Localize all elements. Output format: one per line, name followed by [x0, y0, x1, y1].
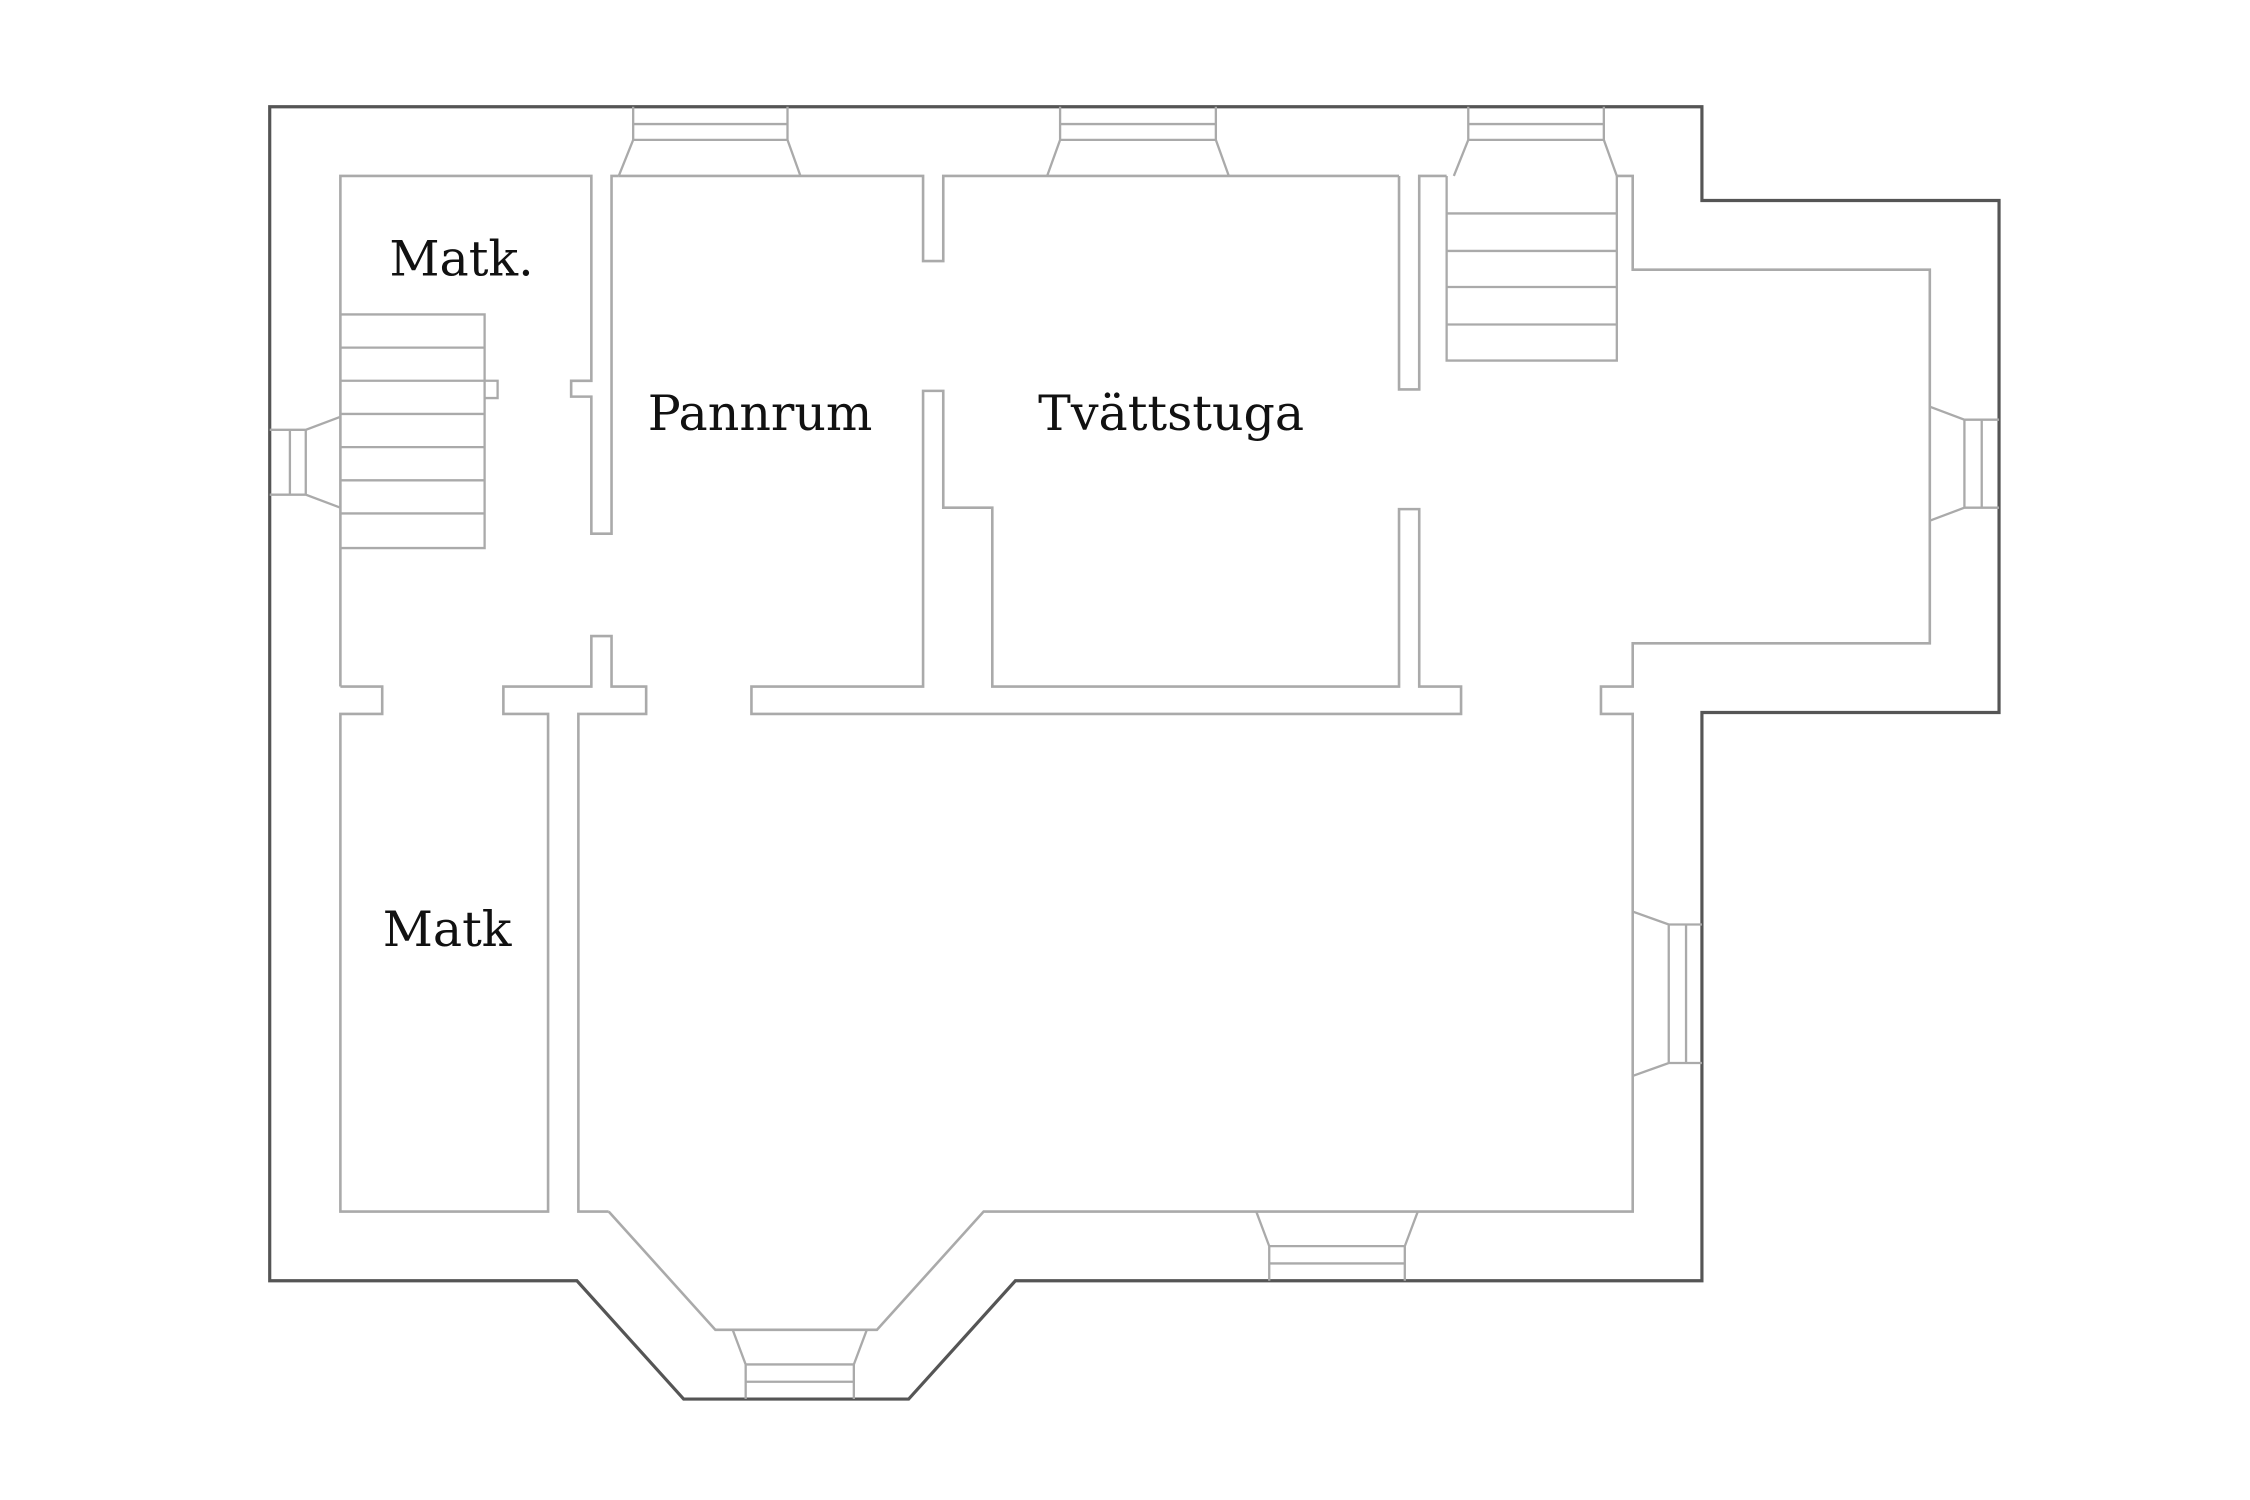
outer-wall [268, 105, 2001, 1401]
staircase-right [1445, 175, 1618, 362]
window-top-1 [617, 106, 802, 177]
wall-matk-small [339, 174, 619, 687]
window-top-3 [1452, 106, 1618, 177]
window-bottom-1 [1255, 1211, 1419, 1281]
window-east-wing [1929, 405, 2000, 522]
wall-tvattstuga-right [1397, 174, 1447, 391]
window-top-2 [1046, 106, 1230, 177]
window-bay [731, 1329, 868, 1400]
wall-pannrum-right [750, 389, 1463, 716]
window-left [269, 415, 341, 509]
wall-pannrum-top [618, 174, 1400, 263]
room-label-tvattstuga: Tvättstuga [1038, 384, 1304, 442]
window-right [1632, 910, 1702, 1078]
staircase-left [340, 313, 499, 550]
room-label-pannrum: Pannrum [648, 384, 873, 442]
wall-east-wing [607, 174, 1932, 1332]
wall-corridor-left [339, 634, 648, 1213]
room-label-matk-small: Matk. [389, 229, 533, 287]
room-label-matk-large: Matk [383, 900, 513, 958]
